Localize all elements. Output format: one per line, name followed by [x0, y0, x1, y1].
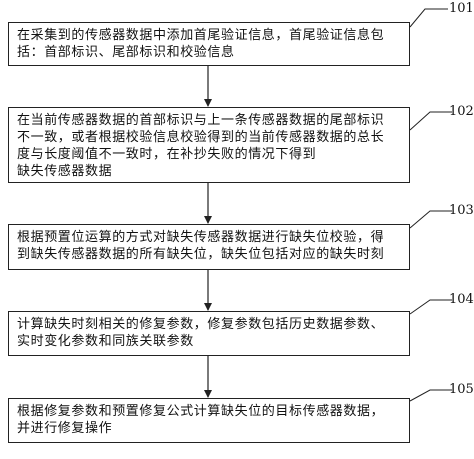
step-102-text-line: 度与长度阈值不一致时，在补抄失败的情况下得到 [17, 147, 317, 162]
step-number-103: 103 [449, 203, 474, 218]
step-number-101: 101 [449, 1, 474, 16]
step-105-text-line: 根据修复参数和预置修复公式计算缺失位的目标传感器数据， [17, 404, 385, 419]
leader-line-102 [409, 111, 452, 131]
step-box-101: 在采集到的传感器数据中添加首尾验证信息，首尾验证信息包 括：首部标识、尾部标识和… [8, 22, 410, 66]
step-number-104: 104 [449, 292, 474, 307]
step-104-text-line: 实时变化参数和同族关联参数 [17, 334, 194, 349]
step-box-103: 根据预置位运算的方式对缺失传感器数据进行缺失位校验，得 到缺失传感器数据的所有缺… [8, 224, 410, 270]
leader-line-104 [409, 299, 452, 315]
step-103-text-line: 到缺失传感器数据的所有缺失位，缺失位包括对应的缺失时刻 [17, 247, 385, 262]
leader-line-103 [409, 210, 452, 229]
step-box-102: 在当前传感器数据的首部标识与上一条传感器数据的尾部标识 不一致，或者根据校验信息… [8, 107, 410, 183]
step-box-105: 根据修复参数和预置修复公式计算缺失位的目标传感器数据， 并进行修复操作 [8, 398, 410, 443]
leader-line-101 [409, 8, 448, 28]
step-number-105: 105 [449, 382, 474, 397]
step-box-104: 计算缺失时刻相关的修复参数，修复参数包括历史数据参数、 实时变化参数和同族关联参… [8, 311, 410, 356]
step-105-text-line: 并进行修复操作 [17, 421, 113, 436]
step-103-text-line: 根据预置位运算的方式对缺失传感器数据进行缺失位校验，得 [17, 230, 385, 245]
step-number-102: 102 [449, 104, 474, 119]
leader-line-105 [409, 389, 452, 402]
step-101-text-line: 在采集到的传感器数据中添加首尾验证信息，首尾验证信息包 [17, 28, 385, 43]
step-102-text-line: 在当前传感器数据的首部标识与上一条传感器数据的尾部标识 [17, 113, 385, 128]
step-104-text-line: 计算缺失时刻相关的修复参数，修复参数包括历史数据参数、 [17, 317, 385, 332]
step-102-text-line: 不一致，或者根据校验信息校验得到的当前传感器数据的总长 [17, 130, 385, 145]
step-101-text-line: 括：首部标识、尾部标识和校验信息 [17, 45, 235, 60]
step-102-text-line: 缺失传感器数据 [17, 164, 113, 179]
